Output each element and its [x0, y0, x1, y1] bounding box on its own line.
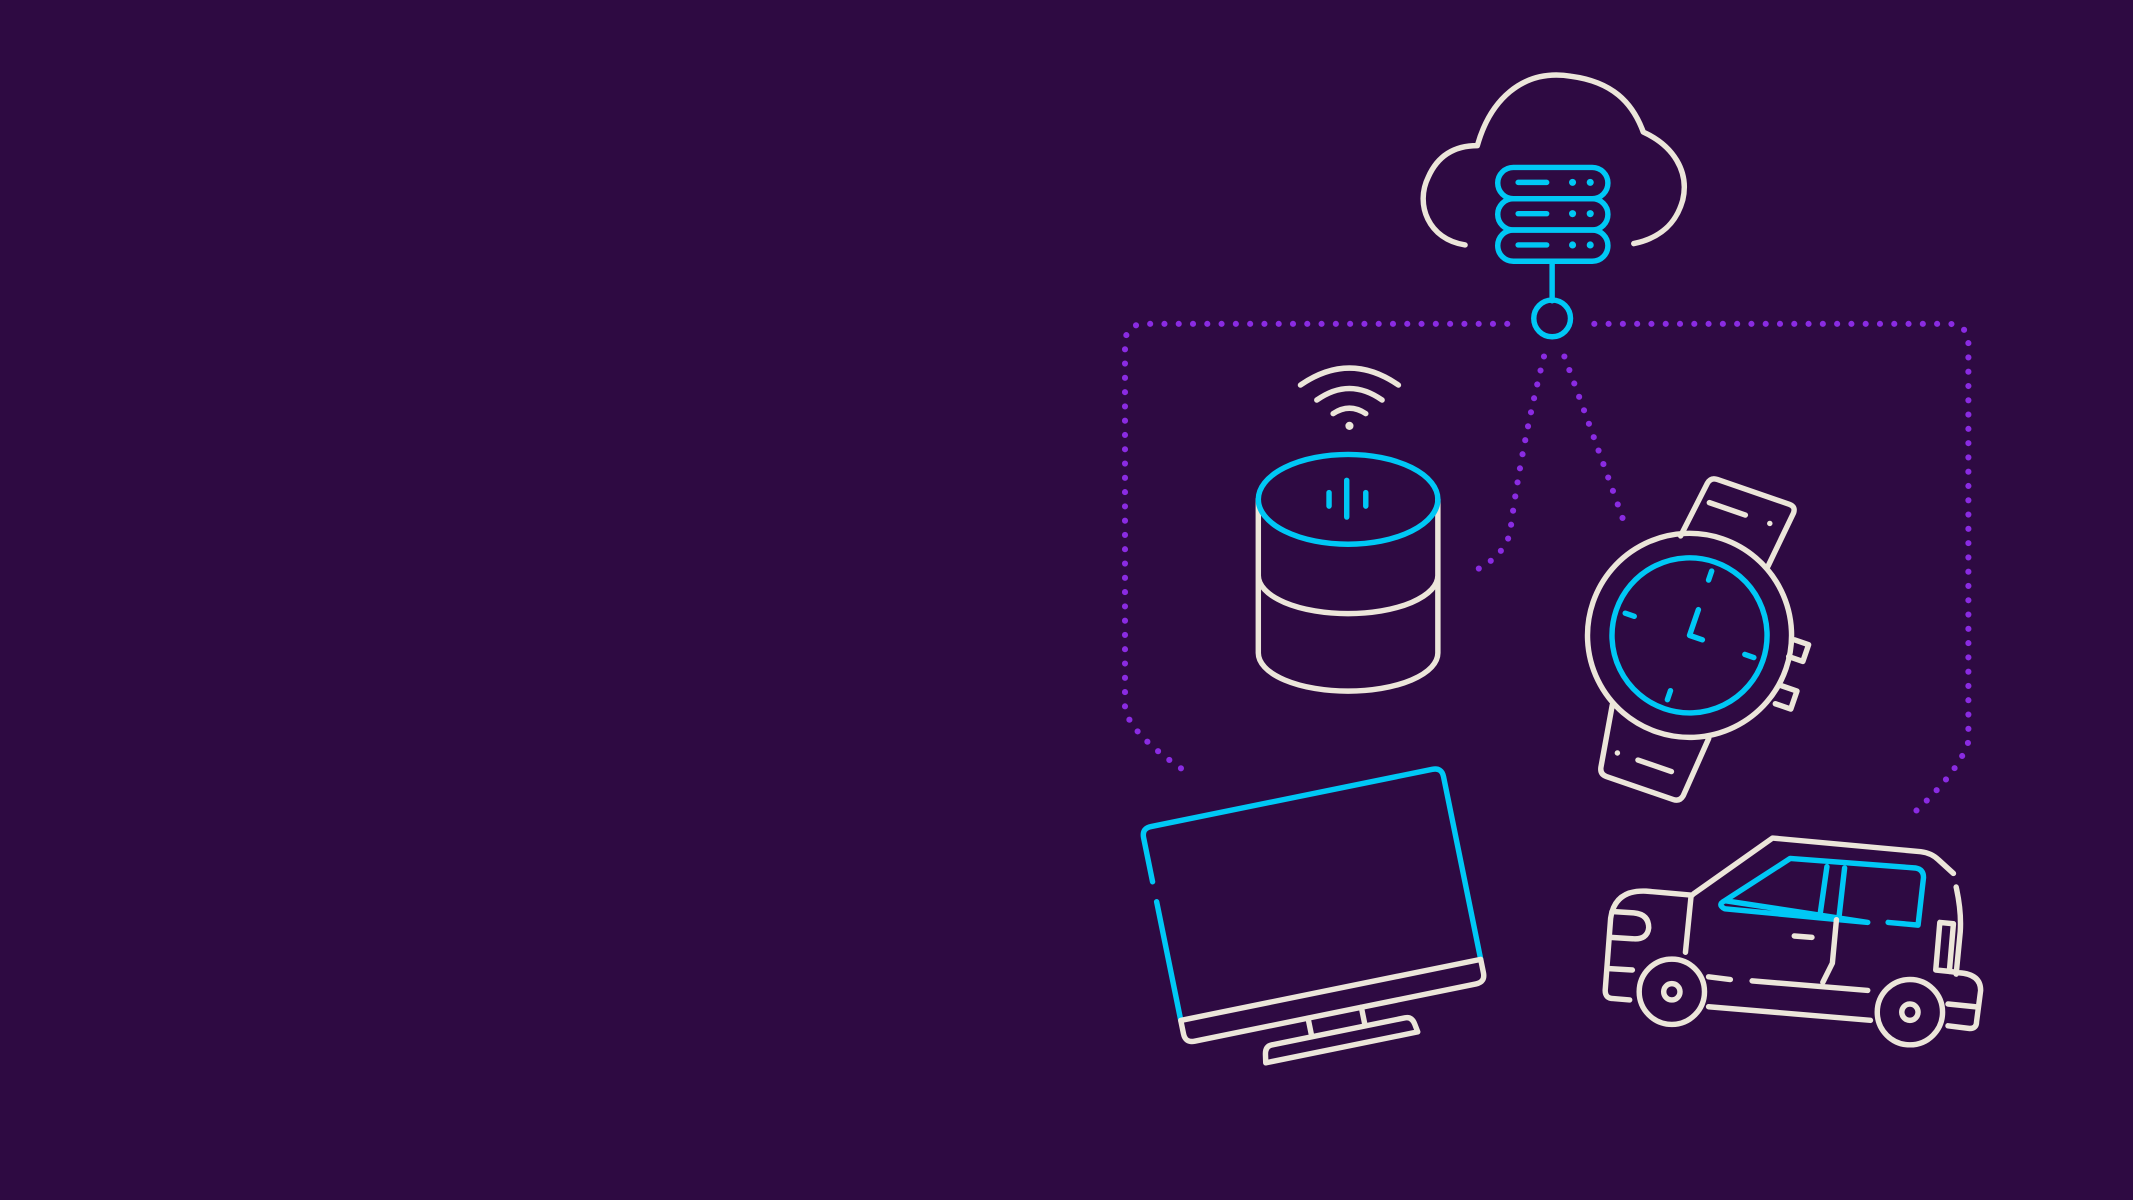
connector-left [1121, 320, 1511, 779]
connector-speaker [1463, 353, 1548, 578]
monitor-icon [1140, 766, 1487, 1066]
connector-watch [1561, 353, 1631, 534]
connector-lines [1121, 320, 1972, 823]
car-icon [1602, 835, 1984, 1048]
connector-right [1591, 320, 1972, 823]
smart-speaker-icon [1255, 365, 1441, 694]
cloud-server-icon [1420, 72, 1687, 340]
smartwatch-icon [1584, 476, 1812, 803]
